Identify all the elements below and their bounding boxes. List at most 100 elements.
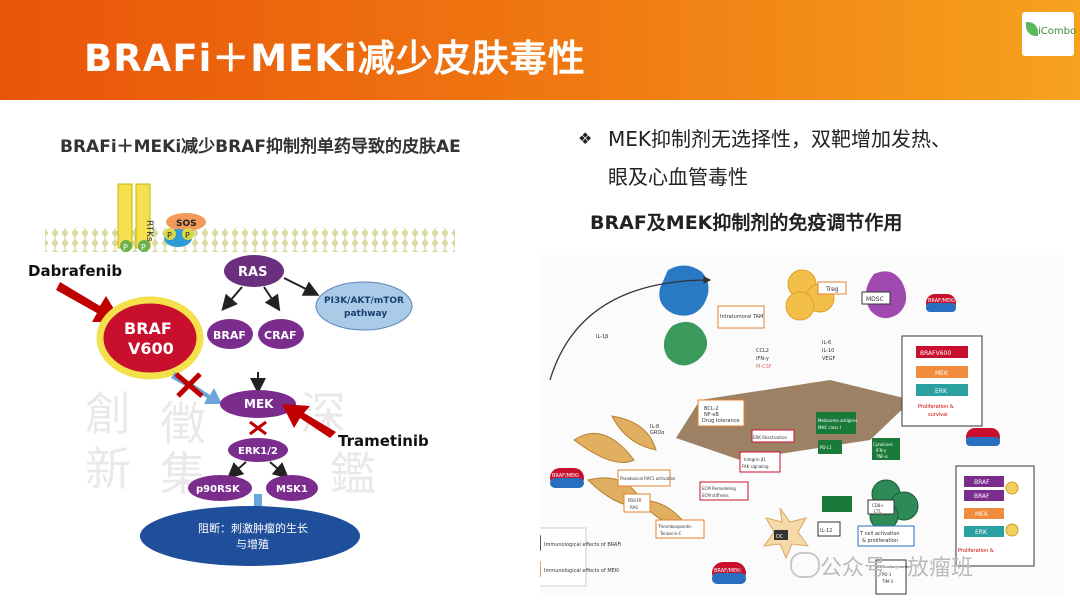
svg-text:M-CSF: M-CSF — [756, 364, 772, 370]
right-panel-title: BRAF及MEK抑制剂的免疫调节作用 — [590, 212, 903, 234]
svg-text:P: P — [185, 231, 190, 240]
treg-cells — [785, 269, 835, 321]
svg-text:創: 創 — [85, 387, 131, 441]
ras-node — [224, 255, 284, 287]
braf-mek-pathway-diagram: 創新 徵集 深鑑 RTKs P P SOS P P Dabrafenib RAS… — [28, 183, 455, 566]
svg-text:Cytokines: Cytokines — [873, 442, 893, 447]
svg-text:Treg: Treg — [825, 286, 839, 293]
svg-text:BRAF/MEKi: BRAF/MEKi — [928, 298, 955, 304]
svg-text:P: P — [141, 243, 146, 252]
svg-text:ECM stiffness: ECM stiffness — [702, 493, 729, 498]
svg-text:MHC class I: MHC class I — [818, 425, 841, 430]
svg-text:IFN-γ: IFN-γ — [876, 448, 887, 453]
rtk-receptor: RTKs P P — [117, 183, 154, 252]
svg-text:Tenascin-C: Tenascin-C — [659, 531, 682, 536]
bullet-line-2: 眼及心血管毒性 — [608, 165, 748, 189]
svg-text:Exhaustion markers: Exhaustion markers — [877, 565, 912, 569]
svg-text:IFN-γ: IFN-γ — [756, 356, 769, 362]
svg-text:CD8+: CD8+ — [872, 503, 884, 508]
svg-text:PD-L1: PD-L1 — [820, 445, 832, 450]
brand-logo: iCombo — [1022, 12, 1077, 56]
svg-text:IL-1β: IL-1β — [596, 334, 608, 340]
svg-text:IL-12: IL-12 — [820, 528, 832, 534]
svg-text:IL-10: IL-10 — [822, 348, 834, 354]
wechat-icon — [790, 552, 820, 578]
left-panel-title: BRAFi＋MEKi减少BRAF抑制剂单药导致的皮肤AE — [60, 137, 461, 157]
watermark-text: 公众号 · 放瘤班 — [820, 556, 973, 581]
braf-node — [207, 319, 253, 349]
legend: Immunological effects of BRAFi Immunolog… — [540, 527, 621, 587]
erk-node — [228, 438, 288, 462]
svg-text:PD-1: PD-1 — [882, 572, 892, 577]
immune-modulation-diagram: Intratumoral TAM Treg MDSC IL-1β CCL2 IF… — [540, 255, 1064, 595]
svg-text:BRAF/MEKi: BRAF/MEKi — [714, 568, 741, 574]
svg-text:SOS: SOS — [176, 219, 197, 229]
trametinib-label: Trametinib — [338, 432, 429, 450]
svg-text:TIM-3: TIM-3 — [881, 579, 894, 584]
pi3k-label: PI3K/AKT/mTOR — [324, 296, 404, 306]
svg-text:MEK: MEK — [935, 370, 949, 377]
rtks-label: RTKs — [144, 220, 154, 242]
svg-text:ERK Reactivation: ERK Reactivation — [753, 435, 788, 440]
svg-text:p90RSK: p90RSK — [196, 484, 241, 495]
svg-text:TNF-α: TNF-α — [875, 454, 888, 459]
craf-node — [258, 319, 304, 349]
svg-text:GROα: GROα — [650, 430, 665, 436]
svg-text:T cell activation: T cell activation — [859, 531, 900, 537]
dabrafenib-arrow — [56, 282, 122, 322]
svg-text:徵: 徵 — [160, 397, 206, 451]
svg-text:ERK: ERK — [935, 388, 948, 395]
svg-text:& proliferation: & proliferation — [862, 538, 898, 544]
bullet-line-1: MEK抑制剂无选择性，双靶增加发热、 — [608, 127, 952, 151]
svg-text:ERK: ERK — [975, 529, 988, 536]
red-x-mark — [174, 372, 204, 398]
ras-label: RAS — [238, 265, 267, 280]
svg-text:Proliferation &: Proliferation & — [958, 548, 994, 554]
braf-v600-node — [96, 296, 204, 380]
sos-complex: SOS P P — [164, 213, 206, 247]
v600-label: V600 — [128, 339, 174, 358]
mek-label: MEK — [244, 397, 274, 411]
svg-text:BRAFV600: BRAFV600 — [920, 350, 951, 357]
svg-text:Melanoma antigens: Melanoma antigens — [818, 418, 857, 423]
svg-text:PDGFR: PDGFR — [628, 498, 642, 503]
svg-text:survival: survival — [928, 412, 948, 418]
dabrafenib-label: Dabrafenib — [28, 262, 122, 280]
braf-v600-label: BRAF — [124, 319, 172, 338]
svg-text:DC: DC — [776, 534, 784, 540]
svg-text:CRAF: CRAF — [264, 329, 297, 342]
svg-text:ECM Remodeling: ECM Remodeling — [702, 486, 736, 491]
svg-text:Intratumoral TAM: Intratumoral TAM — [720, 314, 763, 320]
p90rsk-node — [188, 475, 252, 501]
svg-text:CCL2: CCL2 — [756, 348, 769, 354]
logo-text: iCombo — [1038, 26, 1077, 37]
svg-text:Proliferation &: Proliferation & — [918, 404, 954, 410]
svg-text:Integrin β1: Integrin β1 — [744, 457, 766, 462]
outcome-text-1: 阻断：刺激肿瘤的生长 — [198, 521, 308, 535]
svg-text:CTL: CTL — [874, 509, 882, 514]
erk-label: ERK1/2 — [238, 446, 278, 457]
svg-text:MSK1: MSK1 — [276, 484, 308, 495]
svg-text:MDSC: MDSC — [866, 296, 884, 303]
svg-text:IL-8: IL-8 — [650, 424, 659, 430]
pathway-label: pathway — [344, 309, 387, 319]
svg-text:NF-κB: NF-κB — [704, 412, 719, 418]
svg-text:BRAF/MEKi: BRAF/MEKi — [552, 473, 579, 479]
svg-text:FAK signaling: FAK signaling — [742, 464, 769, 469]
mek-node — [220, 390, 296, 418]
svg-text:Thrombospondin: Thrombospondin — [657, 524, 692, 529]
tam-box — [717, 305, 765, 329]
svg-text:BCL-2: BCL-2 — [704, 406, 719, 412]
outcome-text-2: 与增殖 — [236, 537, 269, 551]
msk1-node — [266, 475, 318, 501]
pi3k-node — [315, 281, 413, 331]
svg-text:MEK: MEK — [975, 511, 989, 518]
svg-text:VEGF: VEGF — [822, 356, 835, 362]
svg-text:鑑: 鑑 — [330, 447, 376, 501]
calligraphy-watermark: 創新 徵集 深鑑 — [85, 387, 376, 501]
svg-text:BRAF: BRAF — [974, 479, 990, 486]
header-bar — [0, 0, 1080, 100]
outcome-ellipse — [140, 506, 360, 566]
svg-text:BRAF: BRAF — [213, 329, 246, 342]
macrophage-cells — [659, 265, 709, 366]
